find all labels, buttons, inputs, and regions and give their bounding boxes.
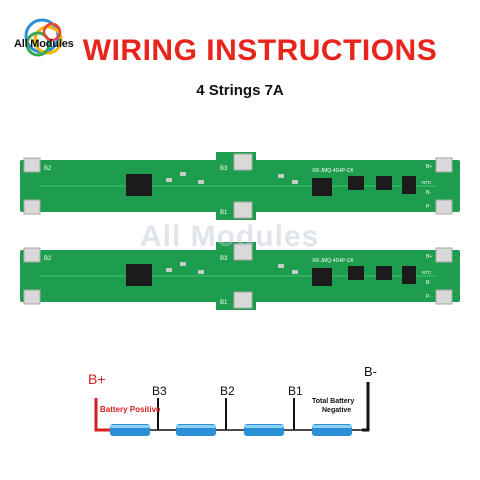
label-b-minus: B- [364, 364, 377, 379]
pad-pminus [435, 199, 453, 215]
mosfet-2 [376, 266, 392, 280]
pad-b2-bottom [23, 289, 41, 305]
label-ntc: NTC [422, 270, 432, 275]
smd-part [292, 270, 298, 274]
mosfet-2 [376, 176, 392, 190]
mosfet-1 [348, 266, 364, 280]
board-model: XR-JMQ-4S4P-CK [312, 258, 354, 264]
label-battery-positive: Battery Positive [100, 405, 161, 414]
label-pminus: P- [426, 294, 431, 300]
label-b1: B1 [220, 300, 228, 306]
ic-chip-3 [402, 176, 416, 194]
smd-part [166, 268, 172, 272]
smd-part [292, 180, 298, 184]
label-bminus: B- [426, 190, 431, 196]
mosfet-1 [348, 176, 364, 190]
page-subtitle: 4 Strings 7A [196, 82, 284, 99]
ic-chip-3 [402, 266, 416, 284]
pad-pminus [435, 289, 453, 305]
cell-highlight [312, 425, 352, 428]
pcb-board-top: B2 B3 B1 XR-JMQ-4S4P-CK B+ NTC B- P- [20, 152, 460, 220]
cell-highlight [244, 425, 284, 428]
pad-b3 [233, 153, 253, 171]
label-b3: B3 [220, 256, 228, 262]
label-b2: B2 [220, 384, 235, 398]
pad-b2-top [23, 157, 41, 173]
label-total-battery: Total Battery [312, 398, 355, 405]
smd-part [198, 180, 204, 184]
page-title: WIRING INSTRUCTIONS [82, 34, 438, 67]
pad-b1 [233, 291, 253, 309]
cell-highlight [176, 425, 216, 428]
negative-wire [362, 382, 370, 432]
ic-chip-2 [312, 268, 332, 286]
label-b3: B3 [220, 166, 228, 172]
pad-b1 [233, 201, 253, 219]
label-ntc: NTC [422, 180, 432, 185]
label-b2: B2 [44, 166, 52, 172]
smd-part [278, 264, 284, 268]
smd-part [278, 174, 284, 178]
pad-b3 [233, 243, 253, 261]
label-bplus: B+ [426, 254, 432, 260]
board-model: XR-JMQ-4S4P-CK [312, 168, 354, 174]
watermark-text: All Modules [140, 220, 320, 253]
pad-bplus [435, 157, 453, 173]
label-b2: B2 [44, 256, 52, 262]
brand-name: All Modules [14, 38, 74, 50]
label-negative: Negative [322, 407, 352, 414]
label-b3: B3 [152, 384, 167, 398]
label-b-plus: B+ [88, 371, 106, 387]
label-b1: B1 [220, 210, 228, 216]
label-pminus: P- [426, 204, 431, 210]
label-bminus: B- [426, 280, 431, 286]
pad-bplus [435, 247, 453, 263]
pcb-board-bottom: B2 B3 B1 XR-JMQ-4S4P-CK B+ NTC B- P- [20, 242, 460, 310]
ic-chip-1 [126, 174, 152, 196]
label-bplus: B+ [426, 164, 432, 170]
pad-b2-bottom [23, 199, 41, 215]
label-b1: B1 [288, 384, 303, 398]
smd-part [180, 172, 186, 176]
pad-b2-top [23, 247, 41, 263]
smd-part [166, 178, 172, 182]
brand-logo [24, 18, 63, 57]
ic-chip-2 [312, 178, 332, 196]
ic-chip-1 [126, 264, 152, 286]
smd-part [180, 262, 186, 266]
positive-wire [94, 398, 112, 432]
smd-part [198, 270, 204, 274]
cell-highlight [110, 425, 150, 428]
wiring-diagram [94, 382, 370, 436]
